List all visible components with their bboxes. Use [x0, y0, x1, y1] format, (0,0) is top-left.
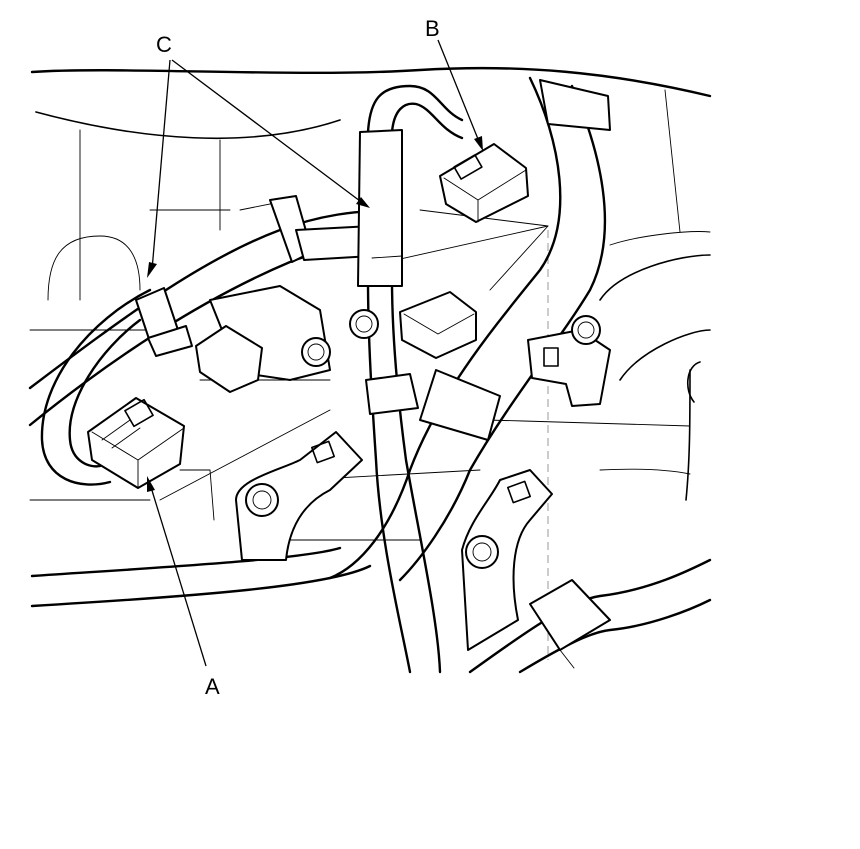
sensor-body	[195, 285, 331, 393]
brackets-and-bolts	[235, 309, 611, 651]
callout-leaders	[147, 39, 483, 667]
middle-connector	[399, 291, 477, 359]
connector-a	[87, 397, 185, 489]
callout-label-c: C	[156, 32, 172, 57]
callout-label-b: B	[425, 16, 440, 41]
harness-clips-c	[135, 79, 611, 669]
connector-b	[439, 143, 529, 223]
callout-label-a: A	[205, 674, 220, 699]
